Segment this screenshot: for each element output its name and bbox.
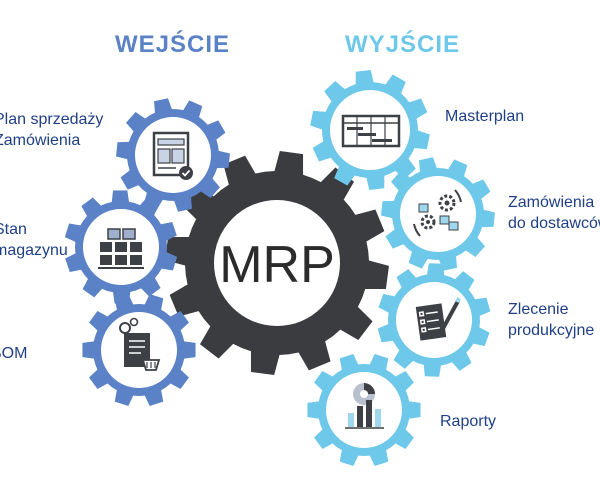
mrp-center-gear: MRP [165, 151, 389, 375]
warehouse-boxes-icon [98, 228, 144, 269]
input-label-sales-plan: Plan sprzedaży Zamówienia [0, 111, 104, 149]
input-gear-sales-plan [116, 98, 230, 212]
input-label-bom: BOM [0, 345, 28, 362]
input-header: WEJŚCIE [115, 31, 231, 58]
output-label-masterplan: Masterplan [445, 108, 525, 125]
supplier-order-icon [413, 189, 462, 237]
input-gear-bom [82, 294, 196, 406]
output-label-reports: Raporty [440, 413, 497, 430]
output-gear-masterplan [310, 70, 430, 190]
output-label-supplier-orders: Zamówienia do dostawców [508, 194, 600, 232]
output-gear-reports [307, 354, 421, 466]
sales-plan-icon [152, 131, 193, 180]
output-gear-production-order [377, 263, 491, 377]
input-gear-warehouse [64, 190, 178, 304]
production-order-icon [415, 297, 461, 341]
bom-document-icon [119, 317, 161, 371]
output-label-production-order: Zlecenie produkcyjne [508, 301, 595, 339]
output-header: WYJŚCIE [345, 31, 461, 58]
output-gear-supplier-orders [381, 157, 495, 271]
report-chart-icon [345, 383, 384, 429]
mrp-label: MRP [219, 236, 335, 294]
input-label-warehouse: Stan magazynu [0, 221, 68, 259]
gantt-chart-icon [341, 114, 401, 148]
